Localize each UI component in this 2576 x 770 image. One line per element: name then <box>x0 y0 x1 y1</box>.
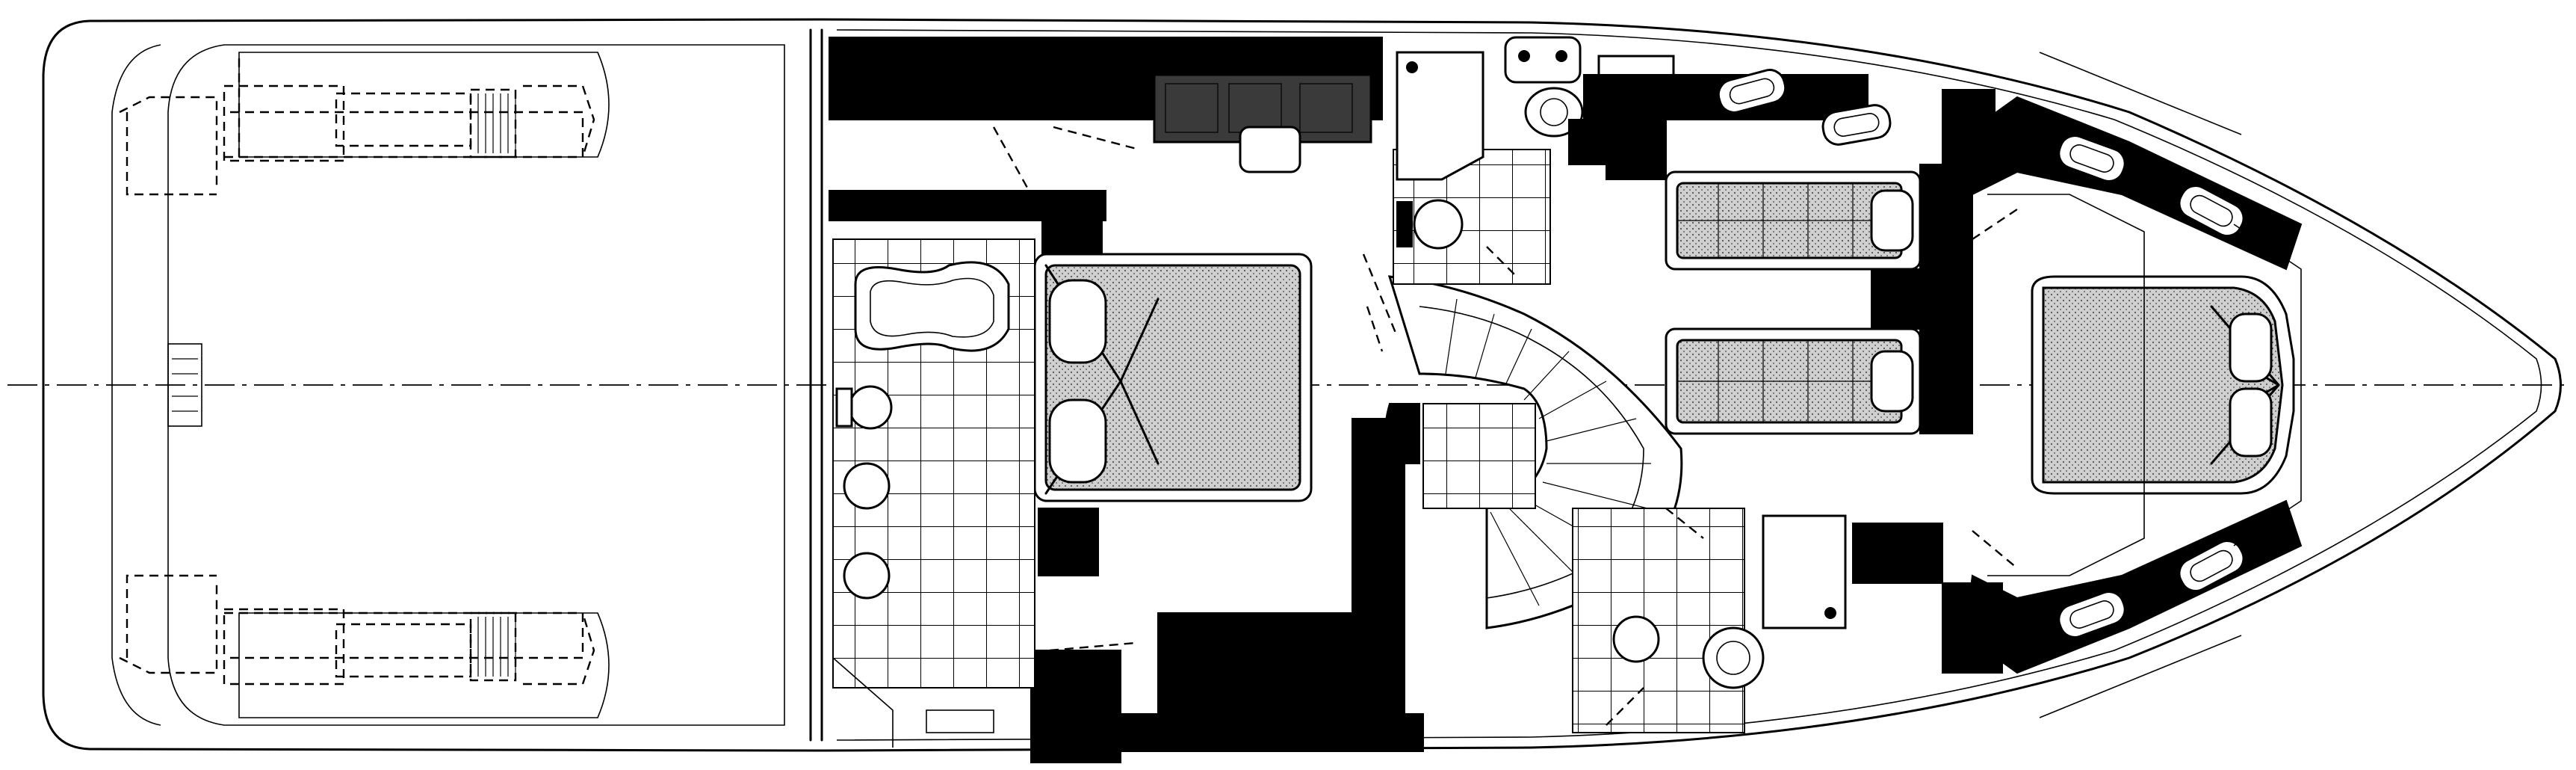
pillow <box>1870 189 1914 252</box>
engine-room-bulkhead <box>809 28 823 742</box>
toilet <box>848 385 893 430</box>
steps-starboard <box>477 617 516 677</box>
vanity-stool <box>1239 126 1301 173</box>
pillow <box>1870 350 1914 413</box>
porthole <box>2178 184 2245 238</box>
porthole <box>2058 135 2126 182</box>
aft-lounge-starboard <box>119 574 610 718</box>
porthole <box>1821 104 1892 146</box>
bathtub <box>854 261 1010 352</box>
grab-rail <box>926 709 994 733</box>
portholes-forward <box>2058 135 2245 638</box>
hull-outline <box>42 18 2562 752</box>
master-suite <box>829 37 1424 763</box>
toilet <box>1413 199 1464 250</box>
swim-platform-outline <box>111 44 161 726</box>
pillow <box>1048 279 1107 364</box>
twin-berth-port <box>1665 170 1922 271</box>
porthole <box>1717 69 1787 114</box>
porthole <box>2058 591 2126 638</box>
master-bed <box>1033 253 1313 502</box>
forward-vip-cabin <box>1942 52 2303 718</box>
master-ensuite <box>832 209 1035 748</box>
pillow <box>1048 398 1107 484</box>
transom-gate <box>167 343 202 427</box>
aft-lounge-port <box>119 52 610 196</box>
sink <box>843 462 891 510</box>
vip-bed <box>2031 275 2295 495</box>
sink <box>1702 626 1765 689</box>
steps-port <box>477 93 516 153</box>
cockpit-seating-outline <box>167 44 785 726</box>
pillow <box>2229 312 2273 383</box>
twin-berth-starboard <box>1665 327 1922 435</box>
pillow <box>2229 387 2273 458</box>
guest-head <box>1572 508 1943 733</box>
toilet <box>1612 615 1660 663</box>
aft-deck <box>111 44 785 726</box>
porthole <box>2178 539 2245 593</box>
sink <box>843 552 891 600</box>
guest-cabin <box>1568 69 1973 435</box>
wall-block <box>829 37 1047 120</box>
shower-tray <box>1396 51 1484 181</box>
